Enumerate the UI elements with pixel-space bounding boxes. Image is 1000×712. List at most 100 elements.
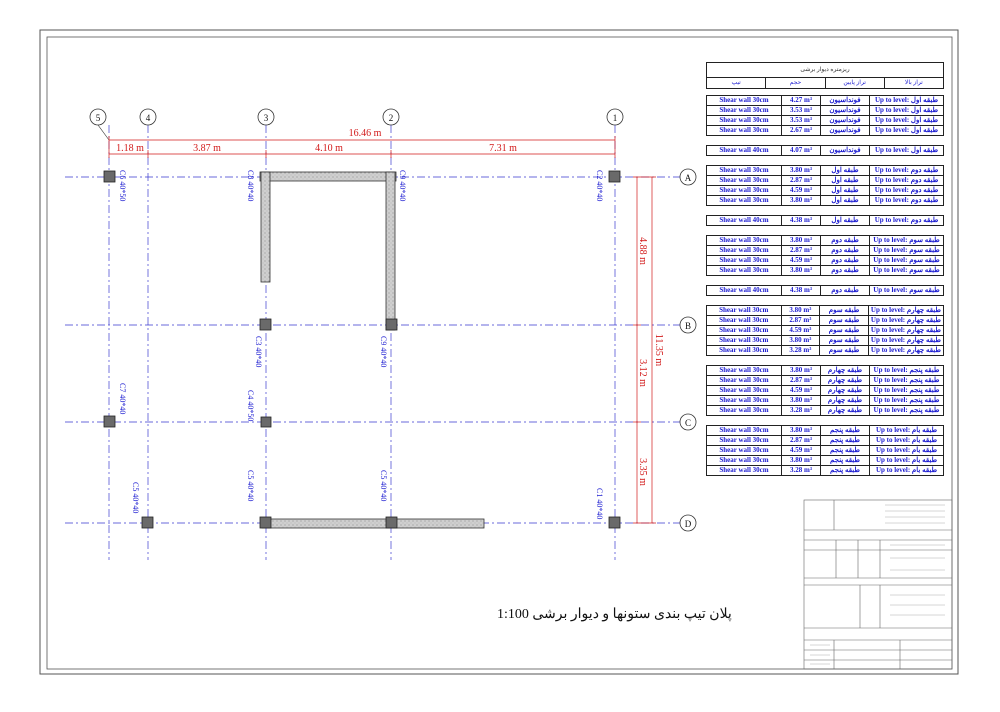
cell-type: Shear wall 30cm — [706, 165, 782, 176]
cell-base-level: طبقه سوم — [819, 305, 869, 316]
grid-col-2: 2 — [389, 113, 394, 123]
cell-volume: 3.80 m³ — [781, 395, 821, 406]
col-label-c5c: C5 40*40 — [379, 470, 388, 501]
cell-type: Shear wall 30cm — [706, 245, 782, 256]
cell-top-level: Up to level: طبقه پنجم — [869, 395, 944, 406]
cell-base-level: فونداسیون — [820, 125, 870, 136]
cell-type: Shear wall 30cm — [706, 425, 782, 436]
cell-volume: 3.80 m³ — [781, 195, 821, 206]
cell-top-level: Up to level: طبقه چهارم — [867, 335, 945, 346]
cell-type: Shear wall 30cm — [706, 445, 782, 456]
cell-base-level: طبقه اول — [820, 165, 870, 176]
grid-col-3: 3 — [264, 113, 269, 123]
cell-volume: 4.07 m³ — [781, 145, 821, 156]
cell-volume: 3.80 m³ — [781, 425, 821, 436]
col-label-c2: C2 40*40 — [595, 170, 604, 201]
dim-total-y: 11.35 m — [653, 334, 664, 367]
schedule-header-volume: حجم — [765, 78, 824, 88]
cell-top-level: Up to level: طبقه اول — [869, 105, 944, 116]
cell-base-level: طبقه اول — [820, 215, 870, 226]
cell-base-level: طبقه اول — [820, 195, 870, 206]
grid-col-1: 1 — [613, 113, 618, 123]
cell-volume: 2.87 m³ — [781, 435, 821, 446]
cell-top-level: Up to level: طبقه سوم — [869, 255, 944, 266]
cell-volume: 3.80 m³ — [780, 305, 821, 316]
dim-x-4: 7.31 m — [489, 143, 517, 154]
cell-type: Shear wall 30cm — [706, 455, 782, 466]
cell-volume: 4.59 m³ — [781, 255, 821, 266]
grid-row-c: C — [685, 418, 691, 428]
cell-base-level: طبقه سوم — [819, 325, 869, 336]
grid-col-4: 4 — [146, 113, 151, 123]
cell-top-level: Up to level: طبقه بام — [869, 445, 944, 456]
cell-top-level: Up to level: طبقه چهارم — [867, 325, 945, 336]
cell-top-level: Up to level: طبقه دوم — [869, 175, 944, 186]
grid-bubbles-cols: 5 4 3 2 1 — [89, 108, 624, 141]
col-label-c5b: C5 40*40 — [246, 470, 255, 501]
cell-type: Shear wall 30cm — [706, 235, 782, 246]
cell-type: Shear wall 30cm — [706, 115, 782, 126]
cell-type: Shear wall 40cm — [706, 215, 782, 226]
grid-row-a: A — [685, 173, 692, 183]
cell-base-level: طبقه اول — [820, 175, 870, 186]
cell-base-level: طبقه پنجم — [820, 435, 870, 446]
cell-base-level: طبقه دوم — [820, 285, 870, 296]
cell-type: Shear wall 30cm — [706, 375, 782, 386]
dim-y-1: 4.88 m — [637, 237, 648, 265]
cell-volume: 2.87 m³ — [780, 315, 821, 326]
dims-horizontal — [108, 136, 616, 158]
cell-type: Shear wall 30cm — [706, 405, 782, 416]
dim-x-2: 3.87 m — [193, 143, 221, 154]
cell-base-level: طبقه چهارم — [820, 365, 870, 376]
cell-base-level: طبقه دوم — [820, 245, 870, 256]
cell-volume: 4.38 m³ — [781, 215, 821, 226]
cell-top-level: Up to level: طبقه اول — [869, 115, 944, 126]
cell-type: Shear wall 30cm — [706, 175, 782, 186]
cell-type: Shear wall 30cm — [706, 255, 782, 266]
drawing-caption: پلان تیپ بندی ستونها و دیوار برشی 1:100 — [497, 607, 732, 622]
cell-top-level: Up to level: طبقه اول — [869, 145, 944, 156]
cell-type: Shear wall 30cm — [706, 125, 782, 136]
cell-top-level: Up to level: طبقه پنجم — [869, 405, 944, 416]
cell-volume: 3.80 m³ — [781, 235, 821, 246]
cell-base-level: طبقه پنجم — [820, 455, 870, 466]
cell-base-level: فونداسیون — [820, 105, 870, 116]
cell-type: Shear wall 30cm — [706, 305, 782, 316]
grid-lines — [65, 125, 680, 560]
cell-base-level: طبقه سوم — [819, 335, 869, 346]
grid-row-b: B — [685, 321, 691, 331]
cell-top-level: Up to level: طبقه بام — [869, 455, 944, 466]
cell-top-level: Up to level: طبقه بام — [869, 425, 944, 436]
cell-top-level: Up to level: طبقه دوم — [869, 215, 944, 226]
cell-top-level: Up to level: طبقه چهارم — [867, 345, 945, 356]
col-label-c9a: C9 40*40 — [398, 170, 407, 201]
cell-volume: 3.28 m³ — [781, 465, 821, 476]
cell-type: Shear wall 30cm — [706, 345, 782, 356]
col-label-c4: C4 40*50 — [246, 390, 255, 421]
dim-x-3: 4.10 m — [315, 143, 343, 154]
col-label-c1: C1 40*40 — [595, 488, 604, 519]
cell-type: Shear wall 30cm — [706, 385, 782, 396]
col-label-c9b: C9 40*40 — [379, 336, 388, 367]
cell-base-level: فونداسیون — [820, 145, 870, 156]
cell-volume: 3.53 m³ — [781, 105, 821, 116]
cell-type: Shear wall 30cm — [706, 315, 782, 326]
cell-type: Shear wall 30cm — [706, 395, 782, 406]
dim-y-2: 3.12 m — [637, 359, 648, 387]
shear-wall-bottom — [261, 518, 485, 529]
